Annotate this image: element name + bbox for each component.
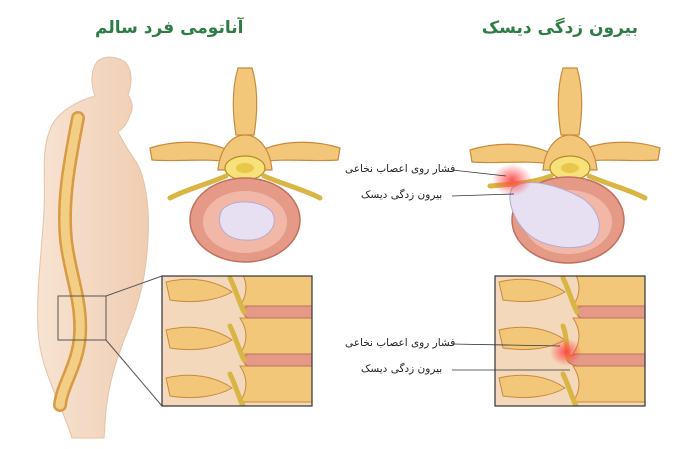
inflammation-glow-bottom <box>550 338 582 366</box>
inset-marker <box>57 295 107 341</box>
leader-line-top-pressure <box>451 169 507 177</box>
label-top-pressure: فشار روی اعصاب نخاعی <box>345 163 456 175</box>
healthy-vertebra-top-view <box>149 67 341 263</box>
label-top-herniation: بیرون زدگی دیسک <box>361 189 443 201</box>
healthy-spine-side-view <box>161 275 313 407</box>
spinal-column <box>53 111 88 412</box>
healthy-anatomy-title: آناتومی فرد سالم <box>95 18 244 38</box>
label-bottom-herniation: بیرون زدگی دیسک <box>361 363 443 375</box>
human-body-figure <box>37 56 149 439</box>
leader-line-bottom-pressure <box>451 343 561 347</box>
herniated-inset-frame <box>494 275 646 407</box>
label-bottom-pressure: فشار روی اعصاب نخاعی <box>345 337 456 349</box>
inset-connector-top <box>105 275 163 297</box>
inflammation-glow-top <box>492 164 532 196</box>
healthy-inset-frame <box>161 275 313 407</box>
leader-line-top-herniation <box>451 193 515 197</box>
herniated-vertebra-top-view <box>469 67 661 264</box>
inset-connector-bottom <box>105 339 163 407</box>
herniated-spine-side-view <box>494 275 646 407</box>
herniated-disc-title: بیرون زدگی دیسک <box>481 18 638 38</box>
